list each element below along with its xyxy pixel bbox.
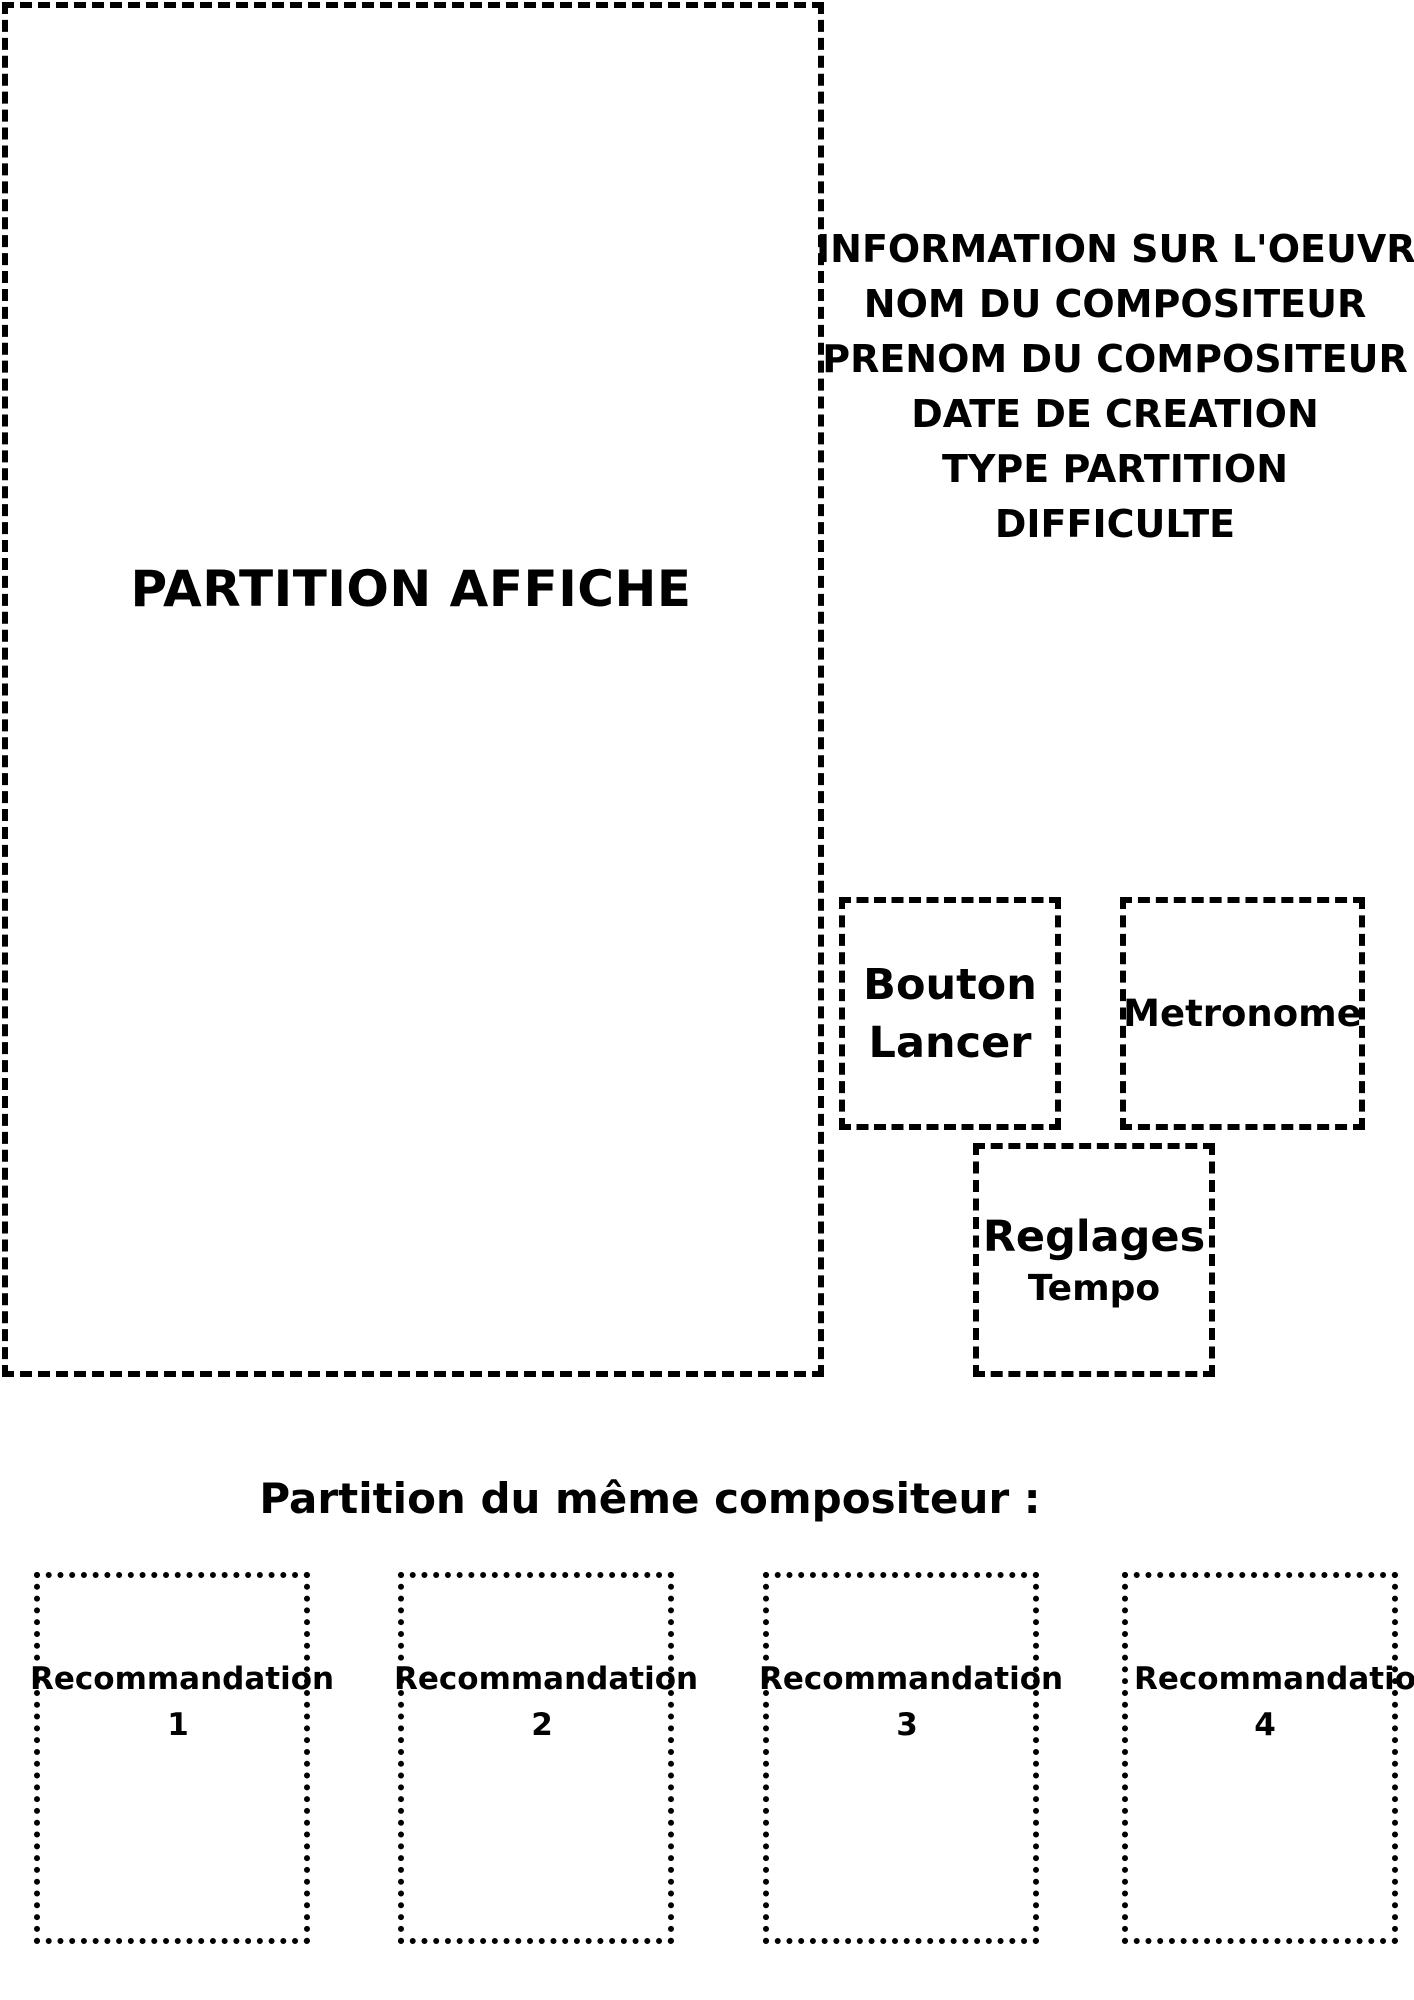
recommendation-label: Recommandation 1 xyxy=(30,1656,334,1748)
launch-button[interactable]: Bouton Lancer xyxy=(839,897,1061,1130)
recommendation-label: Recommandation 2 xyxy=(394,1656,698,1748)
score-type: TYPE PARTITION xyxy=(941,447,1289,491)
creation-date: DATE DE CREATION xyxy=(911,392,1319,436)
recommendation-text: Recommandation xyxy=(394,1661,699,1697)
score-display-area xyxy=(2,2,824,1377)
recommendation-label: Recommandation 3 xyxy=(759,1656,1063,1748)
recommendation-number: 2 xyxy=(531,1707,553,1743)
launch-button-label-line2: Lancer xyxy=(868,1017,1032,1068)
recommendation-card-2[interactable]: Recommandation 2 xyxy=(394,1572,698,1944)
composer-last-name: NOM DU COMPOSITEUR xyxy=(863,282,1367,326)
metronome-button[interactable]: Metronome xyxy=(1120,897,1365,1130)
difficulty: DIFFICULTE xyxy=(994,502,1236,546)
recommendation-number: 3 xyxy=(896,1707,918,1743)
tempo-settings-button[interactable]: Reglages Tempo xyxy=(973,1143,1215,1377)
recommendation-card-1[interactable]: Recommandation 1 xyxy=(30,1572,334,1944)
work-info-title: INFORMATION SUR L'OEUVRE xyxy=(816,227,1414,271)
composer-first-name: PRENOM DU COMPOSITEUR xyxy=(822,337,1408,381)
launch-button-label-line1: Bouton xyxy=(863,959,1037,1010)
tempo-settings-label-line1: Reglages xyxy=(982,1211,1206,1262)
recommendation-card-4[interactable]: Recommandation 4 xyxy=(1122,1572,1414,1944)
work-info-panel: INFORMATION SUR L'OEUVRE NOM DU COMPOSIT… xyxy=(816,222,1414,552)
recommendation-text: Recommandation xyxy=(1134,1661,1414,1697)
recommendation-text: Recommandation xyxy=(759,1661,1064,1697)
recommendation-text: Recommandation xyxy=(30,1661,335,1697)
recommendation-label: Recommandation 4 xyxy=(1128,1656,1414,1748)
recommendation-number: 1 xyxy=(167,1707,189,1743)
score-display-label: PARTITION AFFICHE xyxy=(130,560,692,618)
metronome-label: Metronome xyxy=(1123,992,1362,1035)
recommendation-number: 4 xyxy=(1254,1707,1276,1743)
recommendations-title: Partition du même compositeur : xyxy=(259,1474,1041,1523)
recommendation-card-3[interactable]: Recommandation 3 xyxy=(759,1572,1063,1944)
tempo-settings-label-line2: Tempo xyxy=(1027,1267,1161,1309)
